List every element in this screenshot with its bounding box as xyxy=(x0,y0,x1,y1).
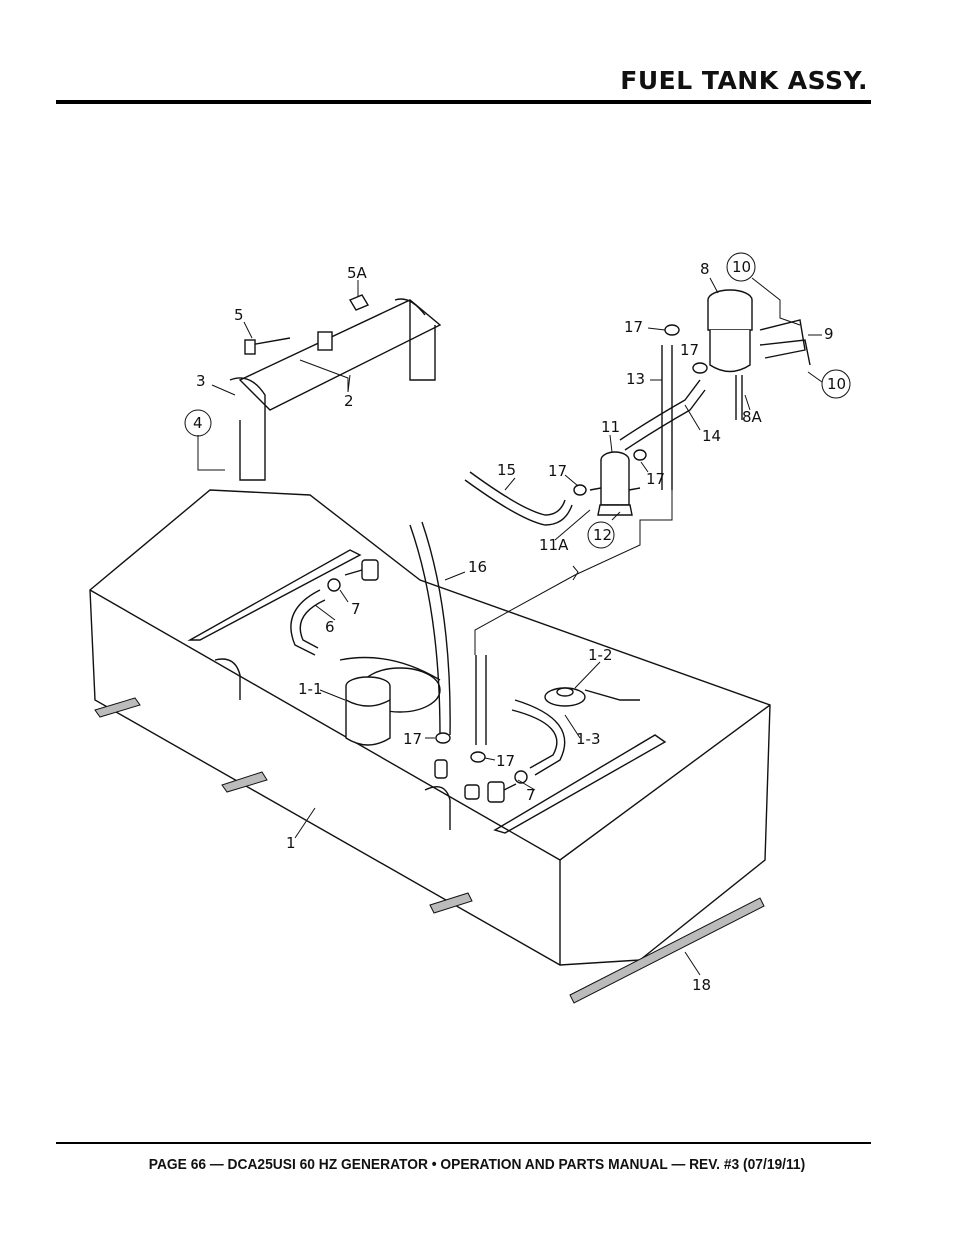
callout-16: 16 xyxy=(468,558,487,576)
callout-1-2: 1-2 xyxy=(588,646,613,664)
callout-8: 8 xyxy=(700,260,710,278)
callout-17-e: 17 xyxy=(403,730,422,748)
callout-circle-4 xyxy=(184,409,212,437)
callout-14: 14 xyxy=(702,427,721,445)
callout-3: 3 xyxy=(196,372,206,390)
callout-18: 18 xyxy=(692,976,711,994)
callout-7-b: 7 xyxy=(526,786,536,804)
fuel-tank xyxy=(89,489,771,966)
callout-17-a: 17 xyxy=(624,318,643,336)
callout-circle-10-top xyxy=(726,252,756,282)
footer-rule xyxy=(56,1142,871,1144)
tank-bracket xyxy=(229,294,442,481)
callout-5: 5 xyxy=(234,306,244,324)
callout-13: 13 xyxy=(626,370,645,388)
callout-11a: 11A xyxy=(539,536,569,554)
callout-17-f: 17 xyxy=(496,752,515,770)
callout-circle-10-bottom xyxy=(821,369,851,399)
tank-strips xyxy=(94,697,765,1004)
tank-cap xyxy=(544,687,586,707)
callout-7-a: 7 xyxy=(351,600,361,618)
callout-10-bottom: 10 xyxy=(827,375,846,393)
callout-10-top: 10 xyxy=(732,258,751,276)
elbow-fittings xyxy=(327,559,528,803)
page-title: FUEL TANK ASSY. xyxy=(620,66,868,95)
leader-lines xyxy=(197,277,823,976)
callout-1-1: 1-1 xyxy=(298,680,323,698)
strainer xyxy=(589,451,641,516)
callout-11: 11 xyxy=(601,418,620,436)
callout-4: 4 xyxy=(193,414,203,432)
callout-1-3: 1-3 xyxy=(576,730,601,748)
hose-clamps xyxy=(573,324,708,496)
header-rule xyxy=(56,100,871,104)
callout-5a: 5A xyxy=(347,264,368,282)
sender-unit xyxy=(345,676,391,746)
callout-circle-12 xyxy=(587,521,615,549)
callout-15: 15 xyxy=(497,461,516,479)
callout-17-d: 17 xyxy=(646,470,665,488)
callout-1: 1 xyxy=(286,834,296,852)
callout-17-c: 17 xyxy=(548,462,567,480)
callout-9: 9 xyxy=(824,325,834,343)
callout-labels: 5A 5 3 4 2 8 10 9 10 8A 17 17 13 14 11 1… xyxy=(193,258,846,994)
callout-12: 12 xyxy=(593,526,612,544)
fuel-filter xyxy=(707,289,811,420)
callout-8a: 8A xyxy=(742,408,763,426)
callout-17-b: 17 xyxy=(680,341,699,359)
callout-2: 2 xyxy=(344,392,354,410)
page-footer: PAGE 66 — DCA25USI 60 HZ GENERATOR • OPE… xyxy=(148,1156,806,1173)
callout-6: 6 xyxy=(325,618,335,636)
